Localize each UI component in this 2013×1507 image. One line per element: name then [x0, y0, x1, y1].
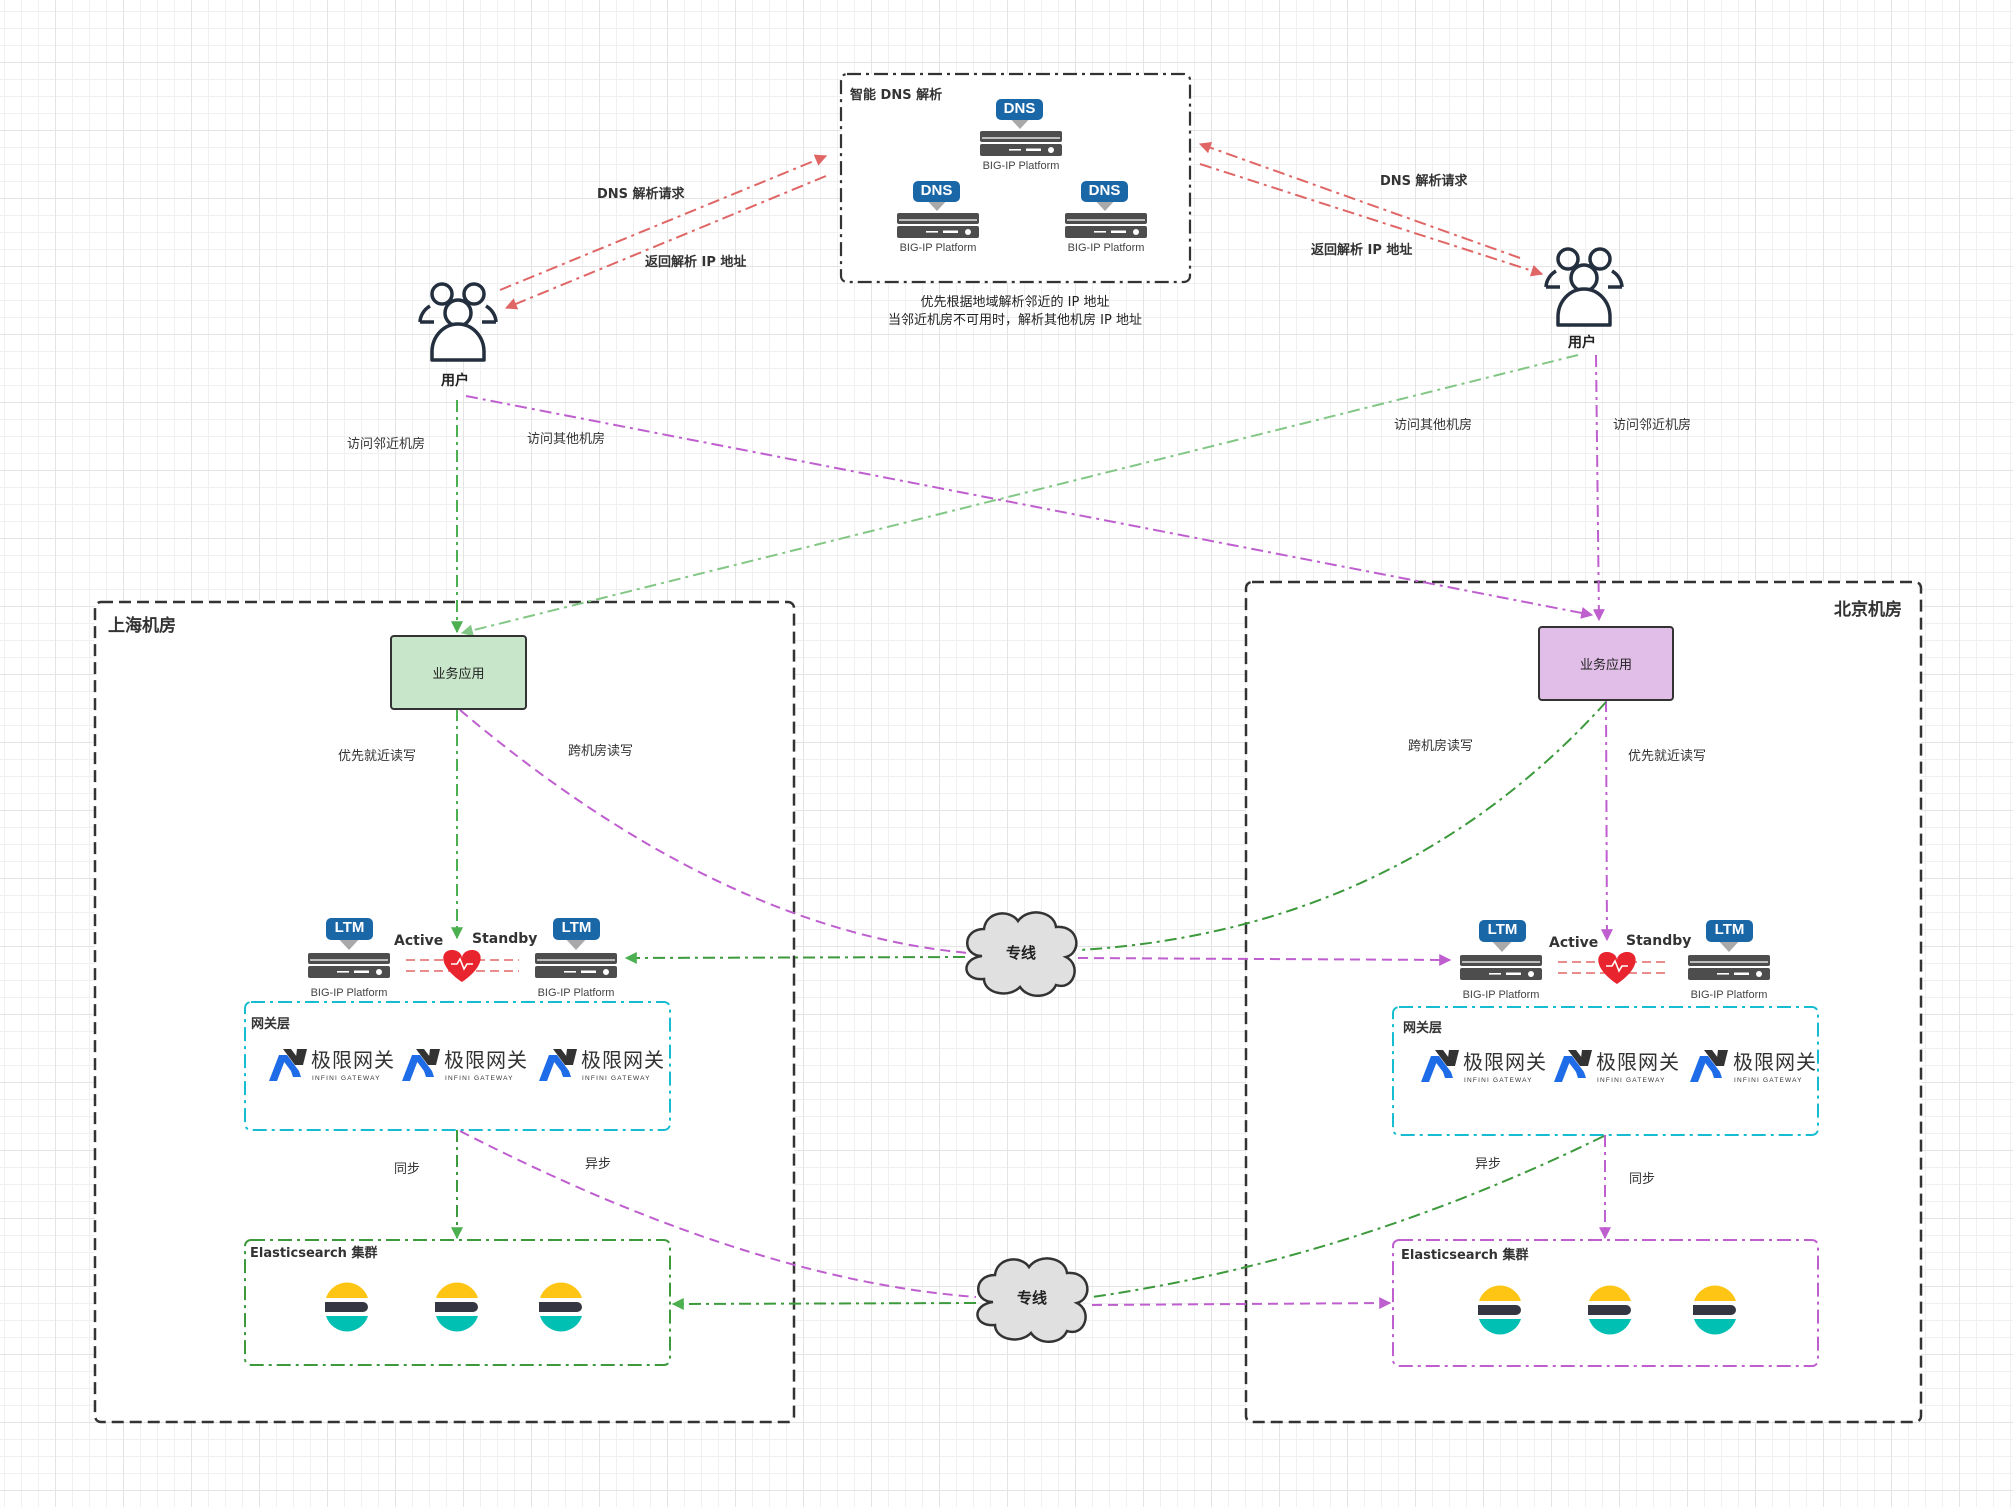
lower-dedicated-link-label: 专线 [1017, 1289, 1048, 1307]
edge-lower-link-to-sh-es [671, 1297, 977, 1310]
edge-bj-cross-rw [1079, 701, 1607, 951]
sh-es-node-1-icon[interactable] [325, 1282, 368, 1332]
edge-right-dns-request [1198, 141, 1521, 259]
edge-label-right-visit-other: 访问其他机房 [1394, 418, 1473, 433]
right-user-label: 用户 [1568, 335, 1596, 351]
bj-gateway-1-name: 极限网关 [1463, 1050, 1547, 1074]
bj-gateway-group-title: 网关层 [1403, 1021, 1443, 1036]
bj-es-node-2-icon[interactable] [1588, 1285, 1631, 1335]
sh-ltm-active-badge-label: LTM [334, 919, 365, 936]
edge-label-sh-sync: 同步 [394, 1162, 421, 1177]
dns-badge-top-label: DNS [1003, 100, 1036, 117]
bj-gateway-3-name-en: INFINI GATEWAY [1734, 1077, 1803, 1084]
sh-ltm-standby-label: BIG-IP Platform [537, 987, 615, 999]
bj-es-node-3-icon[interactable] [1693, 1285, 1736, 1335]
sh-es-node-3-icon[interactable] [539, 1282, 582, 1332]
edge-label-right-visit-near: 访问邻近机房 [1613, 418, 1692, 433]
sh-ltm-active-label: BIG-IP Platform [310, 987, 388, 999]
edge-left-visit-other [465, 395, 1594, 619]
edge-sh-async [459, 1130, 977, 1298]
edge-label-bj-async: 异步 [1475, 1157, 1502, 1172]
dns-badge-left-label: DNS [920, 182, 953, 199]
bj-business-app[interactable]: 业务应用 [1538, 626, 1674, 701]
dns-badge-right-label: DNS [1088, 182, 1121, 199]
bj-gateway-3-name: 极限网关 [1733, 1050, 1817, 1074]
sh-gateway-group-title: 网关层 [251, 1017, 291, 1032]
dns-server-right-label: BIG-IP Platform [1067, 242, 1145, 254]
bj-ltm-standby-badge-icon [1706, 920, 1753, 952]
edge-label-bj-sync: 同步 [1629, 1172, 1656, 1187]
edge-label-bj-near-rw: 优先就近读写 [1628, 749, 1707, 764]
edge-left-dns-request [499, 154, 828, 291]
bj-es-node-1-icon[interactable] [1478, 1285, 1521, 1335]
dns-badge-right-icon [1081, 181, 1128, 211]
edge-right-dns-return [1199, 163, 1544, 277]
edge-label-left-dns-return: 返回解析 IP 地址 [645, 255, 747, 270]
dns-badge-left-icon [913, 181, 960, 211]
bj-gateway-1-name-en: INFINI GATEWAY [1464, 1077, 1533, 1084]
sh-gateway-2-name: 极限网关 [444, 1048, 528, 1072]
edge-label-bj-cross-rw: 跨机房读写 [1408, 739, 1474, 754]
sh-active-label: Active [394, 933, 444, 949]
bj-gateway-2-name-en: INFINI GATEWAY [1597, 1077, 1666, 1084]
edge-sh-cross-rw [459, 709, 969, 954]
bj-es-group-title: Elasticsearch 集群 [1401, 1248, 1529, 1263]
dns-caption: 优先根据地域解析邻近的 IP 地址 当邻近机房不可用时，解析其他机房 IP 地址 [855, 294, 1175, 329]
bj-ltm-active-label: BIG-IP Platform [1462, 989, 1540, 1001]
edge-bj-near-rw [1600, 699, 1613, 942]
sh-gateway-1-name: 极限网关 [311, 1048, 395, 1072]
bj-active-label: Active [1549, 935, 1599, 951]
edge-label-sh-cross-rw: 跨机房读写 [568, 744, 634, 759]
sh-ltm-standby-badge-icon [553, 918, 600, 950]
edge-upper-link-to-sh-ltm [624, 951, 966, 964]
edge-bj-async [1091, 1135, 1605, 1298]
bj-ltm-standby-badge-label: LTM [1714, 921, 1745, 938]
edge-label-left-visit-near: 访问邻近机房 [347, 437, 426, 452]
sh-gateway-1-name-en: INFINI GATEWAY [312, 1075, 381, 1082]
sh-es-node-2-icon[interactable] [435, 1282, 478, 1332]
dns-server-top-label: BIG-IP Platform [982, 160, 1060, 172]
edge-label-sh-async: 异步 [585, 1157, 612, 1172]
dns-caption-line-1: 优先根据地域解析邻近的 IP 地址 [920, 295, 1110, 310]
sh-business-app[interactable]: 业务应用 [390, 635, 527, 710]
right-users-icon[interactable] [1544, 247, 1624, 327]
left-user-label: 用户 [441, 373, 469, 389]
dns-caption-line-2: 当邻近机房不可用时，解析其他机房 IP 地址 [888, 312, 1142, 328]
sh-gateway-3-name: 极限网关 [581, 1048, 665, 1072]
left-users-icon[interactable] [418, 282, 498, 362]
shanghai-room-title: 上海机房 [108, 616, 176, 636]
edge-upper-link-to-bj-ltm [1077, 953, 1452, 966]
edge-left-dns-return [504, 175, 827, 310]
upper-dedicated-link-label: 专线 [1006, 944, 1037, 962]
edge-label-left-visit-other: 访问其他机房 [527, 432, 606, 447]
sh-gateway-group-boundary [244, 1001, 671, 1131]
edge-right-visit-other [460, 354, 1579, 637]
sh-ltm-standby-badge-label: LTM [561, 919, 592, 936]
dns-badge-top-icon [996, 99, 1043, 129]
edge-right-visit-near [1592, 354, 1605, 622]
sh-gateway-2-name-en: INFINI GATEWAY [445, 1075, 514, 1082]
edge-label-right-dns-request: DNS 解析请求 [1380, 174, 1468, 189]
bj-gateway-2-name: 极限网关 [1596, 1050, 1680, 1074]
edge-lower-link-to-bj-es [1091, 1297, 1392, 1310]
sh-es-group-title: Elasticsearch 集群 [250, 1246, 378, 1261]
dns-group-title: 智能 DNS 解析 [850, 88, 943, 103]
beijing-room-boundary [1244, 580, 1923, 1424]
edge-label-right-dns-return: 返回解析 IP 地址 [1311, 243, 1413, 258]
sh-standby-label: Standby [472, 931, 538, 947]
bj-ltm-standby-label: BIG-IP Platform [1690, 989, 1768, 1001]
beijing-room-title: 北京机房 [1834, 600, 1902, 620]
bj-ltm-active-badge-icon [1479, 920, 1526, 952]
sh-gateway-3-name-en: INFINI GATEWAY [582, 1075, 651, 1082]
sh-ltm-active-badge-icon [326, 918, 373, 950]
bj-standby-label: Standby [1626, 933, 1692, 949]
edge-label-sh-near-rw: 优先就近读写 [338, 749, 417, 764]
bj-ltm-active-badge-label: LTM [1487, 921, 1518, 938]
dns-server-left-label: BIG-IP Platform [899, 242, 977, 254]
bj-gateway-group-boundary [1392, 1006, 1819, 1136]
edge-label-left-dns-request: DNS 解析请求 [597, 187, 685, 202]
bj-es-group-boundary [1392, 1239, 1819, 1367]
